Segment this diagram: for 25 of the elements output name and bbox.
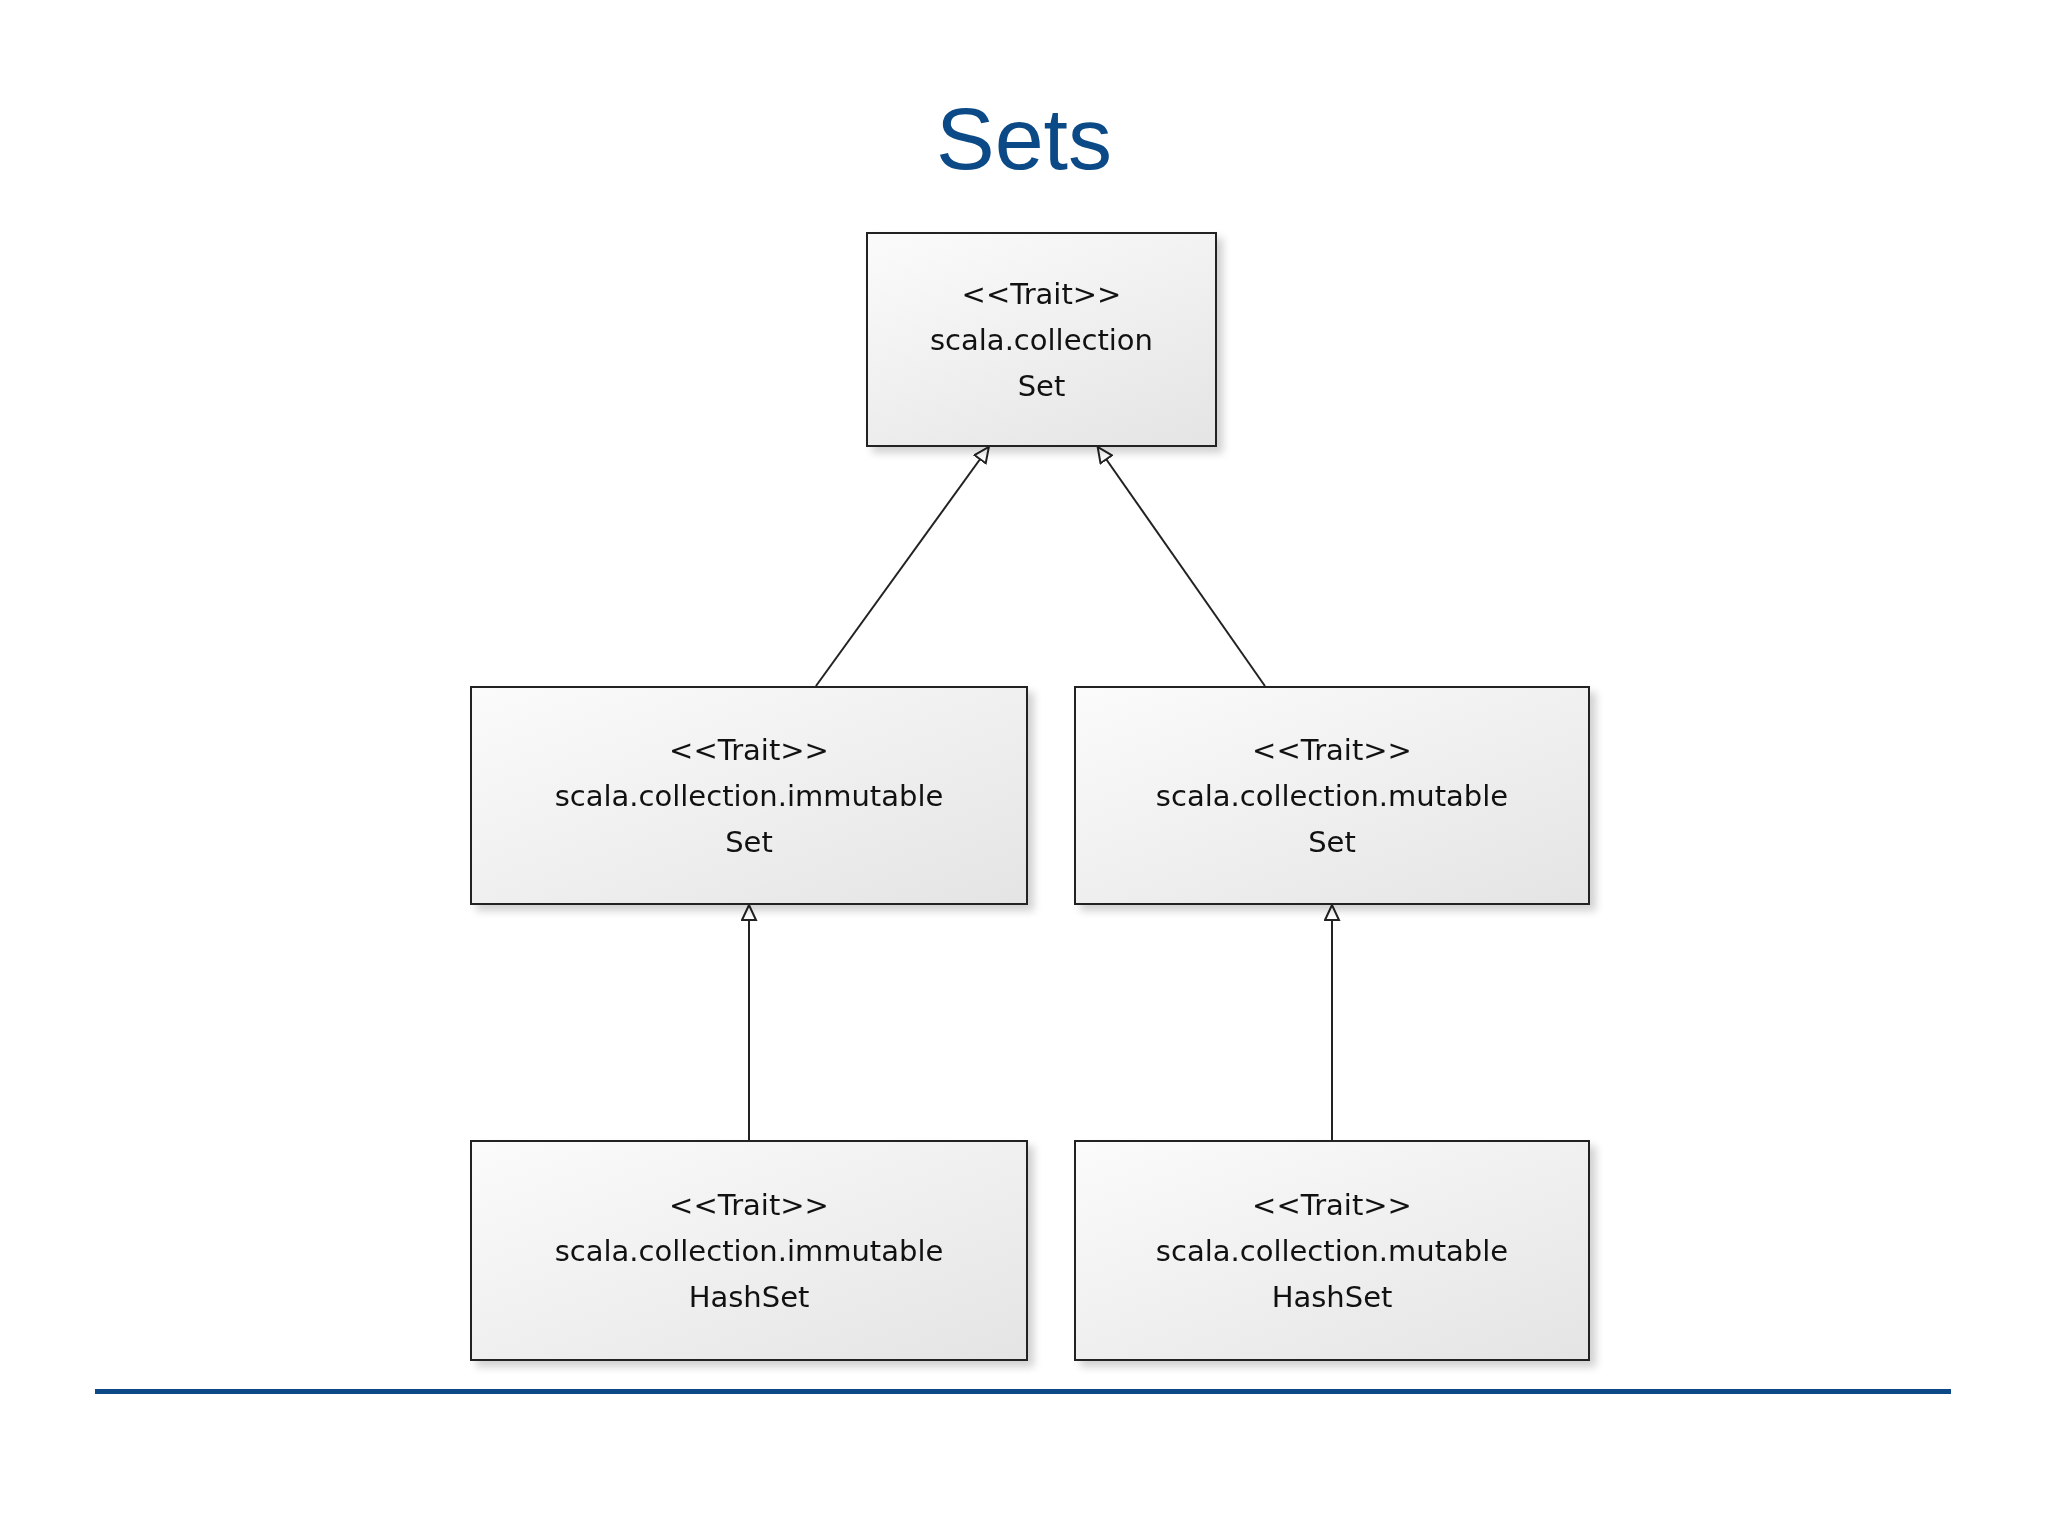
inheritance-arrow xyxy=(1096,446,1266,687)
class-box xyxy=(866,232,1217,447)
class-box xyxy=(470,686,1028,905)
inheritance-arrow xyxy=(741,904,757,1141)
stereotype-label: <<Trait>> xyxy=(961,276,1122,311)
class-name: Set xyxy=(725,824,773,859)
package-name: scala.collection.mutable xyxy=(1155,778,1509,813)
inheritance-arrow xyxy=(1324,904,1340,1141)
title: Sets xyxy=(934,88,1114,190)
package-name: scala.collection.immutable xyxy=(554,1233,944,1268)
class-name: HashSet xyxy=(688,1279,810,1314)
class-box xyxy=(1074,1140,1590,1361)
class-name: Set xyxy=(1308,824,1356,859)
class-box xyxy=(470,1140,1028,1361)
package-name: scala.collection xyxy=(930,322,1153,357)
package-name: scala.collection.immutable xyxy=(554,778,944,813)
class-name: HashSet xyxy=(1271,1279,1393,1314)
stereotype-label: <<Trait>> xyxy=(1252,732,1412,767)
class-name: Set xyxy=(1017,368,1066,403)
stereotype-label: <<Trait>> xyxy=(669,1187,829,1222)
stereotype-label: <<Trait>> xyxy=(669,732,829,767)
package-name: scala.collection.mutable xyxy=(1155,1233,1509,1268)
stereotype-label: <<Trait>> xyxy=(1252,1187,1412,1222)
inheritance-arrow xyxy=(814,446,990,687)
class-box xyxy=(1074,686,1590,905)
